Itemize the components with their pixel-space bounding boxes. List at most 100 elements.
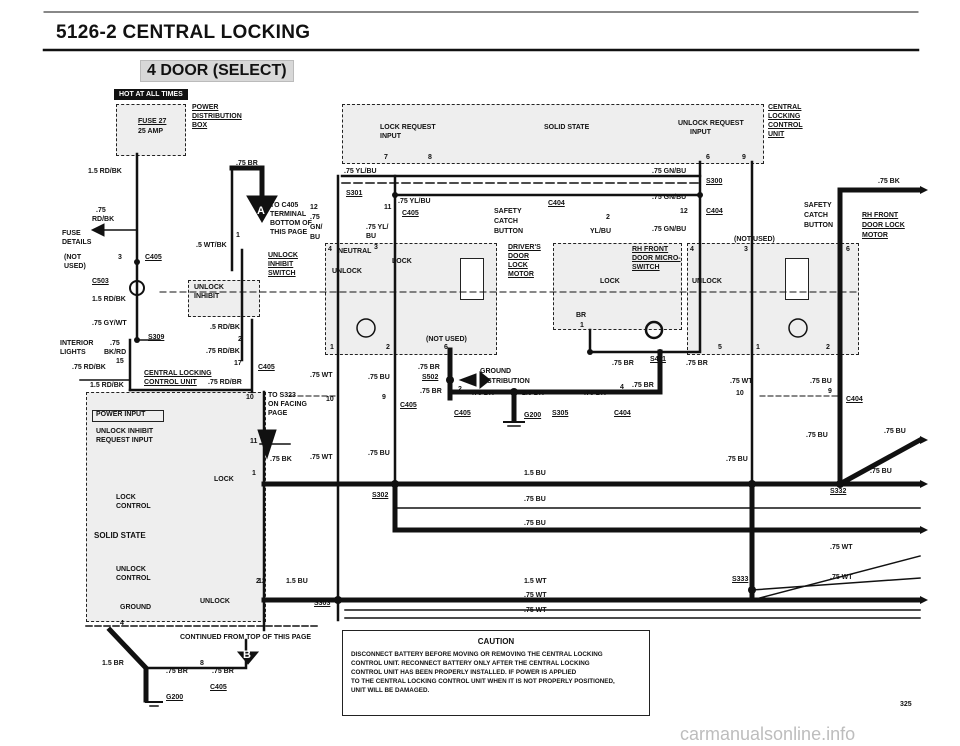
pdb-line2: DISTRIBUTION [192, 113, 242, 120]
wire-label: .75 RD/BR [208, 379, 242, 386]
not-used-label: USED) [64, 263, 86, 270]
splice-label: S332 [830, 488, 847, 495]
switch-state-label: UNLOCK [194, 284, 224, 291]
wire-label: .75 WT [310, 372, 333, 379]
pin-label: 10 [246, 394, 254, 401]
caution-line: CONTROL UNIT HAS BEEN PROPERLY INSTALLED… [351, 669, 577, 676]
caution-line: UNIT WILL BE DAMAGED. [351, 687, 430, 694]
wire-label: .5 WT/BK [196, 242, 227, 249]
lock-request-label: LOCK REQUEST [380, 124, 436, 131]
splice-label: S333 [732, 576, 749, 583]
diagram-subtitle: 4 DOOR (SELECT) [140, 60, 294, 82]
wire-label: BU [310, 234, 321, 241]
unlock-relay-label: UNLOCK [200, 598, 230, 605]
wire-label: .75 BU [368, 450, 390, 457]
wire-label: .75 RD/BK [72, 364, 106, 371]
wire-label: .75 BU [524, 520, 546, 527]
wire-label: 1.5 BR [102, 660, 124, 667]
interior-lights-label: LIGHTS [60, 349, 86, 356]
pin-label: 1 [236, 232, 240, 239]
pin-label: 11 [384, 204, 392, 211]
wire-label: .75 WT [730, 378, 753, 385]
pin-label: 12 [680, 208, 688, 215]
caution-title: CAUTION [477, 637, 515, 646]
wire-label: .75 GN/BU [652, 168, 687, 175]
power-input-box [92, 410, 164, 422]
power-input-label: POWER INPUT [96, 411, 146, 418]
wire-label: .75 GY/WT [92, 320, 127, 327]
to-c405-label: THIS PAGE [270, 229, 308, 236]
wire-label: .75 BR [612, 360, 634, 367]
lock-control-label: LOCK [116, 494, 136, 501]
unlock-inhibit-switch-box [188, 280, 260, 317]
splice-label: S300 [706, 178, 723, 185]
unlock-inhibit-switch-label: UNLOCK [268, 252, 298, 259]
fuse-details-label: DETAILS [62, 239, 92, 246]
pin-label: 2 [256, 578, 260, 585]
wire-label: .75 BU [524, 496, 546, 503]
wire-label: .75 BR [418, 364, 440, 371]
wire-label: .75 YL/BU [344, 168, 377, 175]
ccu-title-label: CENTRAL LOCKING [144, 370, 212, 377]
wire-label: .75 WT [830, 544, 853, 551]
pin-label: 6 [444, 344, 448, 351]
pin-label: 2 [458, 386, 462, 393]
unlock-inhibit-switch-label: SWITCH [268, 270, 296, 277]
wire-label: .75 BR [686, 360, 708, 367]
wire-label: .75 WT [524, 592, 547, 599]
pin-label: 2 [238, 336, 242, 343]
wire-label: .75 [96, 207, 106, 214]
splice-label: S302 [372, 492, 389, 499]
pin-label: 9 [828, 388, 832, 395]
to-c405-label: TO C405 [270, 202, 299, 209]
wire-label: 1.5 BU [524, 470, 546, 477]
rh-lock-motor-box [687, 243, 859, 355]
unlock-label: UNLOCK [692, 278, 722, 285]
wire-label: .75 WT [830, 574, 853, 581]
pin-label: 8 [428, 154, 432, 161]
connector-label: C404 [706, 208, 723, 215]
wire-label: 1.5 RD/BK [88, 168, 122, 175]
pin-label: 10 [326, 396, 334, 403]
svg-text:B: B [243, 649, 251, 661]
wire-label: .75 RD/BK [206, 348, 240, 355]
lock-label: LOCK [392, 258, 412, 265]
wire-label: .75 YL/ [366, 224, 389, 231]
splice-label: S305 [552, 410, 569, 417]
wire-label: .75 BU [810, 378, 832, 385]
pin-label: 4 [120, 620, 124, 627]
not-used-label: (NOT USED) [734, 236, 775, 243]
connector-label: C503 [92, 278, 109, 285]
pdb-line3: BOX [192, 122, 208, 129]
ground-label: GROUND [120, 604, 152, 611]
connector-label: C404 [846, 396, 863, 403]
caution-line: TO THE CENTRAL LOCKING CONTROL UNIT WHEN… [351, 678, 615, 685]
safety-catch-label: BUTTON [804, 222, 834, 229]
wire-label: .75 [110, 340, 120, 347]
wire-label: .75 BR [420, 388, 442, 395]
connector-label: C405 [454, 410, 471, 417]
connector-label: C405 [400, 402, 417, 409]
lock-label: LOCK [600, 278, 620, 285]
wire-label: BU [366, 233, 377, 240]
unlock-inhibit-request-label: REQUEST INPUT [96, 437, 153, 444]
unlock-control-label: UNLOCK [116, 566, 146, 573]
driver-door-lock-motor-label: MOTOR [508, 271, 534, 278]
interior-lights-label: INTERIOR [60, 340, 94, 347]
wire-label: .75 BK [878, 178, 900, 185]
wire-label: .75 BR [584, 390, 606, 397]
connector-label: C405 [210, 684, 227, 691]
caution-line: CONTROL UNIT. RECONNECT BATTERY ONLY AFT… [351, 660, 590, 667]
rh-door-lock-motor-label: MOTOR [862, 232, 888, 239]
to-c405-label: BOTTOM OF [270, 220, 312, 227]
wire-label: .75 BU [368, 374, 390, 381]
wire-label: 1.5 BU [286, 578, 308, 585]
connector-label: C405 [258, 364, 275, 371]
pin-label: 2 [386, 344, 390, 351]
connector-label: C404 [614, 410, 631, 417]
pin-label: 8 [200, 660, 204, 667]
not-used-label: (NOT [64, 254, 82, 261]
splice-label: S303 [314, 600, 331, 607]
page-number: 325 [900, 701, 912, 708]
